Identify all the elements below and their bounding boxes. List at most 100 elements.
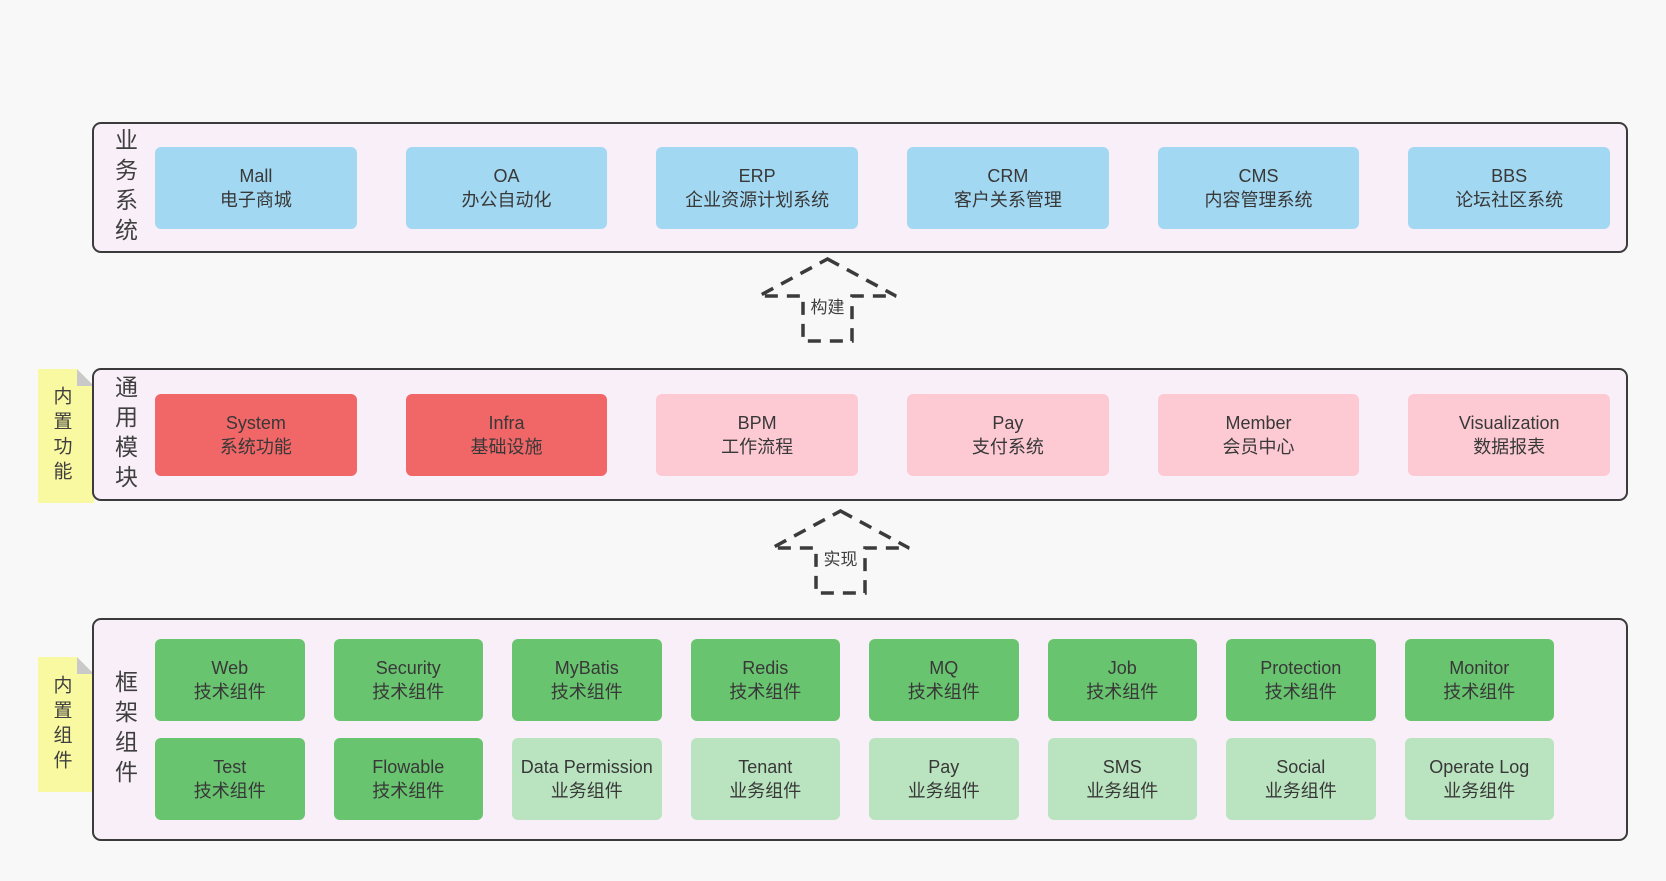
sticky-note-common-modules: 内置功能: [38, 369, 94, 503]
up-arrow-icon: [758, 257, 897, 343]
component-name: SMS: [1102, 757, 1142, 777]
component-name: Monitor: [1449, 658, 1510, 678]
component-desc: 业务组件: [1443, 781, 1516, 801]
component-box-security: Security 技术组件: [333, 639, 483, 721]
component-name: Tenant: [738, 757, 793, 777]
component-box-sms: SMS 业务组件: [1047, 738, 1197, 820]
component-box-mall: Mall 电子商城: [155, 146, 357, 229]
component-desc: 内容管理系统: [1204, 189, 1313, 210]
component-desc: 工作流程: [721, 436, 794, 457]
component-desc: 论坛社区系统: [1455, 189, 1564, 210]
component-desc: 业务组件: [907, 781, 980, 801]
component-box-pay: Pay 业务组件: [869, 738, 1019, 820]
component-name: Member: [1225, 412, 1292, 433]
component-desc: 系统功能: [219, 436, 292, 457]
component-name: Protection: [1260, 658, 1342, 678]
component-desc: 技术组件: [1443, 682, 1516, 702]
component-desc: 基础设施: [470, 436, 543, 457]
component-box-monitor: Monitor 技术组件: [1404, 639, 1554, 721]
component-name: BBS: [1491, 165, 1528, 186]
component-box-erp: ERP 企业资源计划系统: [656, 146, 859, 229]
component-box-crm: CRM 客户关系管理: [907, 146, 1109, 229]
component-name: ERP: [738, 165, 776, 186]
component-desc: 技术组件: [729, 682, 802, 702]
note-label: 内置功能: [50, 386, 72, 486]
component-desc: 技术组件: [1264, 682, 1337, 702]
section-label-business-systems: 业务系统: [111, 127, 138, 248]
section-label-framework-components: 框架组件: [111, 669, 138, 790]
component-row: Mall 电子商城 OA 办公自动化 ERP 企业资源计划系统 CRM 客户关系管理 CMS 内容…: [155, 146, 1626, 229]
component-desc: 业务组件: [1086, 781, 1159, 801]
component-name: CMS: [1238, 165, 1279, 186]
component-name: Web: [211, 658, 249, 678]
component-name: Visualization: [1458, 412, 1560, 433]
component-desc: 办公自动化: [461, 189, 552, 210]
component-name: Pay: [928, 757, 960, 777]
component-box-member: Member 会员中心: [1157, 393, 1360, 476]
component-box-social: Social 业务组件: [1226, 738, 1376, 820]
component-desc: 业务组件: [1264, 781, 1337, 801]
component-name: Data Permission: [520, 757, 653, 777]
component-desc: 业务组件: [550, 781, 623, 801]
component-name: Job: [1107, 658, 1137, 678]
component-box-data-permission: Data Permission 业务组件: [512, 738, 662, 820]
component-box-bpm: BPM 工作流程: [656, 393, 859, 476]
component-desc: 电子商城: [219, 189, 292, 210]
component-name: Mall: [239, 165, 273, 186]
component-name: Pay: [992, 412, 1024, 433]
component-box-infra: Infra 基础设施: [405, 393, 608, 476]
section-rows: Mall 电子商城 OA 办公自动化 ERP 企业资源计划系统 CRM 客户关系管理 CMS 内容…: [94, 124, 1626, 251]
component-box-mq: MQ 技术组件: [869, 639, 1019, 721]
component-name: Test: [213, 757, 247, 777]
component-desc: 技术组件: [193, 781, 266, 801]
component-desc: 业务组件: [729, 781, 802, 801]
arrow-label: 构建: [806, 292, 849, 319]
component-box-job: Job 技术组件: [1047, 639, 1197, 721]
component-name: Flowable: [372, 757, 445, 777]
component-desc: 企业资源计划系统: [685, 189, 830, 210]
component-box-test: Test 技术组件: [155, 738, 305, 820]
sticky-note-framework-components: 内置组件: [38, 657, 94, 792]
component-desc: 技术组件: [1086, 682, 1159, 702]
component-box-operate-log: Operate Log 业务组件: [1404, 738, 1554, 820]
component-name: BPM: [737, 412, 777, 433]
component-desc: 技术组件: [907, 682, 980, 702]
component-name: Infra: [488, 412, 525, 433]
component-name: System: [225, 412, 286, 433]
arrow-label: 实现: [819, 544, 862, 571]
component-name: Operate Log: [1429, 757, 1530, 777]
component-box-cms: CMS 内容管理系统: [1157, 146, 1360, 229]
component-name: OA: [493, 165, 520, 186]
component-desc: 客户关系管理: [953, 189, 1062, 210]
component-name: Security: [375, 658, 441, 678]
up-arrow-icon: [771, 509, 910, 595]
component-desc: 技术组件: [193, 682, 266, 702]
component-desc: 技术组件: [550, 682, 623, 702]
component-name: MQ: [929, 658, 959, 678]
component-box-oa: OA 办公自动化: [405, 146, 608, 229]
component-desc: 技术组件: [372, 682, 445, 702]
component-box-protection: Protection 技术组件: [1226, 639, 1376, 721]
implement-arrow: 实现: [768, 508, 913, 596]
component-box-system: System 系统功能: [155, 393, 357, 476]
component-desc: 会员中心: [1222, 436, 1295, 457]
component-box-bbs: BBS 论坛社区系统: [1408, 146, 1611, 229]
build-arrow: 构建: [755, 256, 900, 344]
component-box-web: Web 技术组件: [155, 639, 305, 721]
component-name: Social: [1276, 757, 1326, 777]
component-name: CRM: [987, 165, 1029, 186]
section-label-common-modules: 通用模块: [111, 374, 138, 495]
